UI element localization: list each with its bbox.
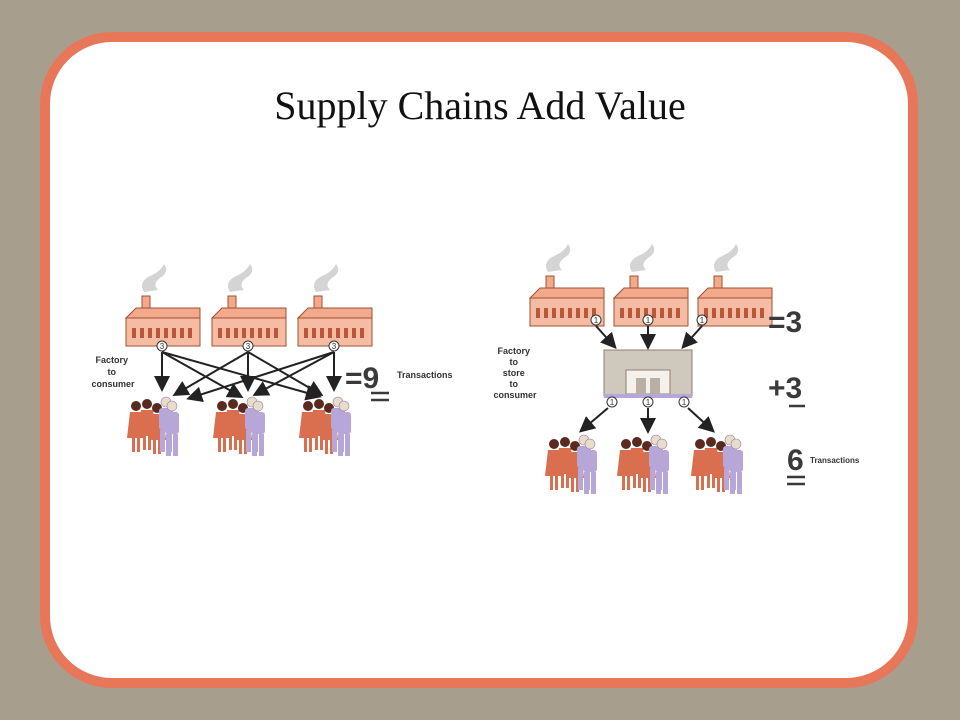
consumer-group-icon xyxy=(545,435,597,494)
store-to-consumer-arrows xyxy=(578,407,715,434)
consumer-group-icon xyxy=(127,397,179,456)
svg-text:3: 3 xyxy=(246,342,251,351)
factory-to-store-to-consumer-label: Factory to store to consumer xyxy=(493,346,537,400)
factory-badge: 3 xyxy=(242,340,254,352)
svg-text:3: 3 xyxy=(160,342,165,351)
right-transactions-caption: Transactions xyxy=(810,456,860,465)
consumer-group-icon xyxy=(617,435,669,494)
store-badge: 1 xyxy=(678,396,690,408)
store-badge: 1 xyxy=(606,396,618,408)
consumer-group-icon xyxy=(691,435,743,494)
factory-icon xyxy=(697,243,773,327)
svg-text:1: 1 xyxy=(610,398,615,407)
factory-badge: 1 xyxy=(642,314,654,326)
factory-to-consumer-label: Factory to consumer xyxy=(91,355,135,389)
slide-title: Supply Chains Add Value xyxy=(274,83,686,128)
factory-icon xyxy=(125,263,201,347)
factory-icon xyxy=(297,263,373,347)
left-transactions-caption: Transactions xyxy=(397,370,453,380)
grand-total: 6 xyxy=(787,444,804,477)
transaction-arrows xyxy=(154,351,342,402)
store-transactions-total: =3 xyxy=(768,306,802,339)
factory-to-store-arrows xyxy=(595,325,703,350)
store-badge: 1 xyxy=(642,396,654,408)
factory-badge: 1 xyxy=(696,314,708,326)
factory-badge: 1 xyxy=(590,314,602,326)
factory-icon xyxy=(211,263,287,347)
factory-icon xyxy=(529,243,605,327)
factory-badge: 3 xyxy=(156,340,168,352)
left-total: =9 xyxy=(345,362,379,395)
left-diagram: 3 3 3 Factory to consumer xyxy=(91,263,453,456)
store-icon xyxy=(603,349,693,398)
svg-text:1: 1 xyxy=(594,316,599,325)
svg-text:1: 1 xyxy=(646,316,651,325)
factory-icon xyxy=(613,243,689,327)
consumer-group-icon xyxy=(299,397,351,456)
slide-card xyxy=(40,32,918,688)
consumer-group-icon xyxy=(213,397,265,456)
svg-text:1: 1 xyxy=(646,398,651,407)
svg-text:1: 1 xyxy=(700,316,705,325)
factory-badge: 3 xyxy=(328,340,340,352)
consumer-transactions-total: +3 xyxy=(768,372,802,405)
right-diagram: 1 1 1 1 1 xyxy=(493,243,860,494)
svg-text:3: 3 xyxy=(332,342,337,351)
svg-text:1: 1 xyxy=(682,398,687,407)
